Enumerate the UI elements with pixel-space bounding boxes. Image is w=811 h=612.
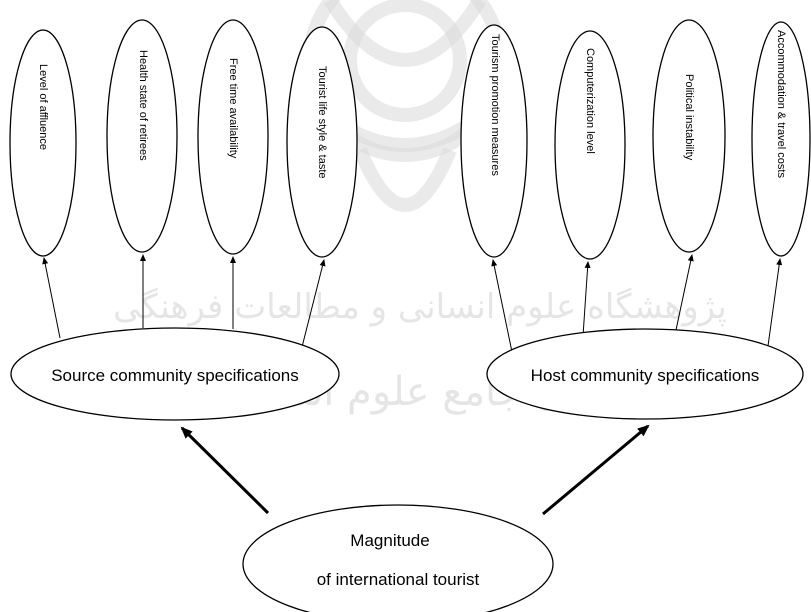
top-node-computerization-level: Computerization level [554, 30, 626, 260]
top-node-tourist-life-style: Tourist life style & taste [286, 26, 358, 258]
top-node-political-instability: Political instability [652, 19, 726, 253]
magnitude-label-line2: of international tourist [317, 570, 480, 589]
top-node-health-state-of-retirees: Health state of retirees [106, 19, 178, 253]
arrow-host-to-computerization [582, 261, 591, 337]
host-community-node: Host community specifications [486, 328, 804, 420]
top-node-label: Tourist life style & taste [316, 66, 328, 179]
top-node-label: Computerization level [584, 48, 596, 154]
arrow-source-to-affluence [42, 257, 61, 339]
top-node-accommodation-travel-costs: Accommodation & travel costs [751, 21, 811, 257]
top-node-label: Accommodation & travel costs [775, 30, 787, 178]
arrow-host-to-promotion [491, 259, 513, 353]
top-node-label: Political instability [683, 74, 695, 161]
arrow-source-to-lifestyle [301, 259, 326, 348]
top-node-label: Free time availability [227, 58, 239, 159]
arrow-host-to-political [675, 254, 694, 331]
source-community-node: Source community specifications [10, 327, 340, 421]
magnitude-label-line1: Magnitude [350, 531, 429, 550]
host-community-label: Host community specifications [531, 366, 760, 385]
top-node-label: Level of affluence [37, 64, 49, 150]
magnitude-node: Magnitude of international tourist [242, 504, 554, 612]
source-community-label: Source community specifications [51, 366, 299, 385]
arrow-magnitude-to-host [542, 424, 650, 516]
top-node-free-time-availability: Free time availability [197, 19, 269, 255]
watermark-text-line1: پژوهشگاه علوم انسانی و مطالعات فرهنگی [113, 287, 727, 327]
top-node-level-of-affluence: Level of affluence [9, 29, 77, 257]
top-node-tourism-promotion-measures: Tourism promotion measures [460, 24, 528, 258]
top-node-label: Health state of retirees [137, 50, 149, 161]
top-node-label: Tourism promotion measures [489, 34, 501, 176]
arrow-magnitude-to-source [180, 426, 270, 515]
arrow-host-to-accommodation [767, 258, 783, 347]
